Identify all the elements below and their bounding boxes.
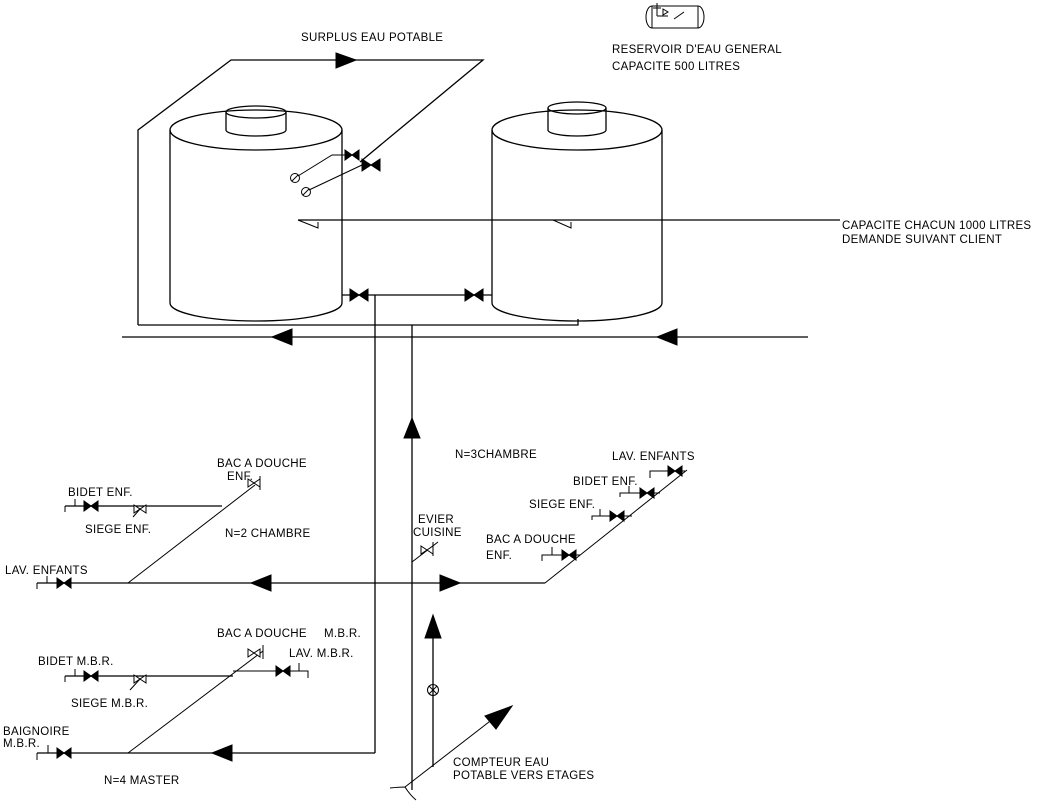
n4-lav-label: LAV. M.B.R. [289, 648, 354, 660]
floor-n4-pipe [36, 645, 375, 762]
reservoir-capacity: CAPACITE 500 LITRES [612, 61, 740, 73]
flow-arrow-icon [270, 328, 293, 346]
surplus-pipe [137, 52, 579, 326]
n3-bac-douche-enf: ENF. [486, 550, 512, 562]
flow-arrow-icon [249, 574, 272, 592]
flow-arrow-icon [335, 52, 358, 69]
compteur-label: COMPTEUR EAU [453, 757, 549, 769]
floor-n2-pipe [36, 476, 375, 592]
n3-bac-douche-label: BAC A DOUCHE [486, 534, 576, 546]
reservoir-label: RESERVOIR D'EAU GENERAL [612, 44, 782, 56]
floor-n3-pipe [375, 465, 688, 592]
capacity-note: DEMANDE SUIVANT CLIENT [842, 234, 1002, 246]
flow-arrow-icon [424, 613, 442, 639]
capacity-label: CAPACITE CHACUN 1000 LITRES [842, 220, 1031, 232]
tank-icon [169, 105, 343, 322]
level-line [297, 219, 840, 229]
n4-bidet-label: BIDET M.B.R. [38, 656, 114, 668]
n2-lav-label: LAV. ENFANTS [5, 565, 88, 577]
evier-branch [411, 541, 439, 563]
floor-n3-label: N=3CHAMBRE [455, 449, 537, 461]
n2-bac-douche-label: BAC A DOUCHE [217, 458, 307, 470]
n4-bac-douche-mbr: M.B.R. [324, 628, 361, 640]
water-meter-branch [389, 613, 514, 801]
flow-arrow-icon [655, 328, 678, 346]
n3-bidet-label: BIDET ENF. [573, 476, 638, 488]
compteur-note: POTABLE VERS ETAGES [453, 770, 594, 782]
n2-bidet-label: BIDET ENF. [68, 487, 133, 499]
n3-lav-label: LAV. ENFANTS [612, 451, 695, 463]
n2-siege-label: SIEGE ENF. [85, 524, 151, 536]
surplus-label: SURPLUS EAU POTABLE [301, 32, 443, 44]
tank-interconnect [342, 288, 492, 302]
main-supply-pipe [122, 328, 808, 346]
n4-baignoire-mbr: M.B.R. [3, 738, 40, 750]
n2-bac-douche-enf: ENF. [227, 471, 253, 483]
n4-bac-douche-label: BAC A DOUCHE [217, 628, 307, 640]
floor-n4-label: N=4 MASTER [104, 775, 180, 787]
evier-label: EVIER [418, 514, 454, 526]
flow-arrow-icon [403, 416, 421, 439]
tank-icon [491, 101, 663, 322]
flow-arrow-icon [210, 744, 233, 762]
flow-arrow-icon [439, 574, 462, 592]
floor-n2-label: N=2 CHAMBRE [225, 528, 310, 540]
n4-siege-label: SIEGE M.B.R. [71, 698, 148, 710]
cuisine-label: CUISINE [413, 527, 462, 539]
reservoir-icon [645, 3, 705, 29]
n4-baignoire-label: BAIGNOIRE [3, 726, 70, 738]
float-valve-icon [290, 149, 381, 197]
flow-arrow-icon [484, 704, 514, 730]
n3-siege-label: SIEGE ENF. [529, 499, 595, 511]
water-meter-icon [427, 684, 439, 696]
